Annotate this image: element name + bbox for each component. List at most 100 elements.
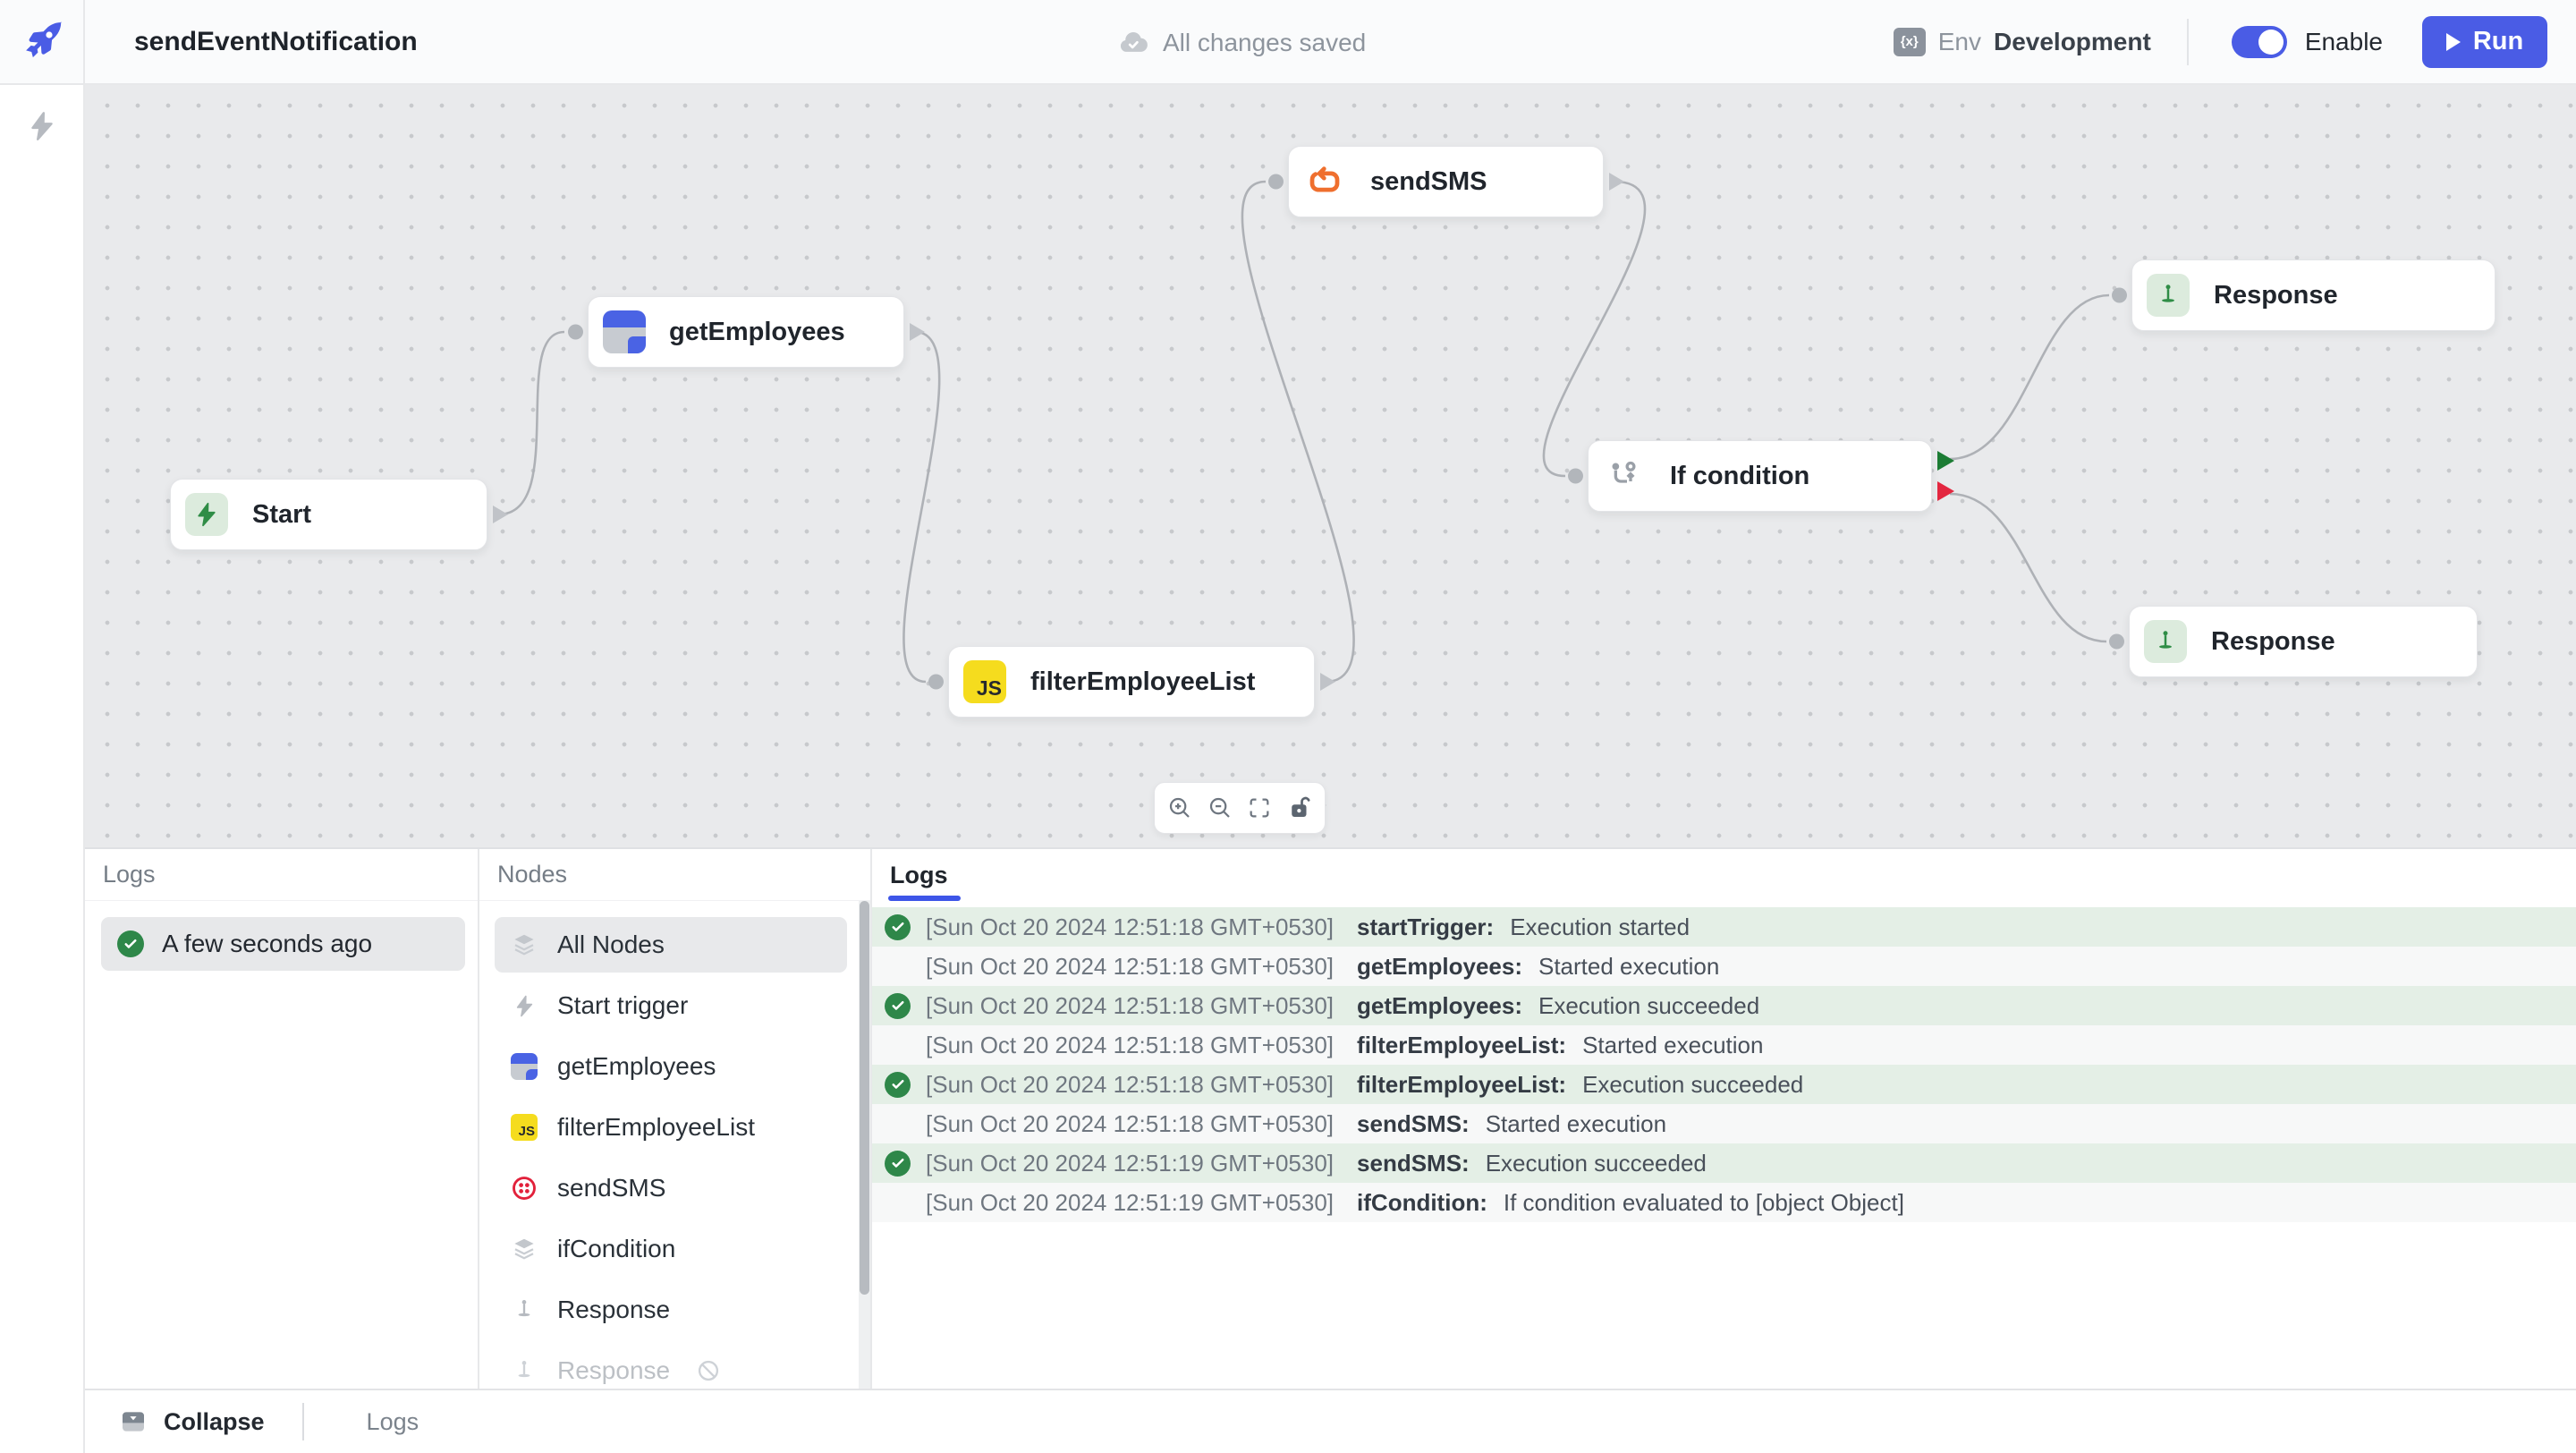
node-filter-label: getEmployees [557,1052,716,1080]
node-label: filterEmployeeList [1030,667,1256,696]
node-filterEmployeeList[interactable]: JS filterEmployeeList [928,646,1335,718]
edge-filter-sendSMS [1241,180,1355,684]
output-port[interactable] [493,506,508,523]
js-icon: JS [963,660,1006,703]
node-filter-all-nodes[interactable]: All Nodes [495,917,847,973]
zoom-out-button[interactable] [1205,793,1235,823]
scrollbar-thumb[interactable] [860,901,869,1295]
log-node: sendSMS: [1357,1149,1470,1177]
log-row: [Sun Oct 20 2024 12:51:18 GMT+0530] send… [872,1104,2576,1143]
input-port[interactable] [2109,633,2124,650]
false-branch-port[interactable] [1937,481,1954,501]
footer-divider [301,1403,304,1440]
nodes-filter-panel: Nodes All Nodes Start trigger [479,849,872,1389]
success-check-icon [885,1150,911,1177]
env-label: Env [1937,27,1981,55]
output-port[interactable] [1320,673,1335,691]
history-item[interactable]: A few seconds ago [101,917,465,971]
true-branch-port[interactable] [1937,451,1954,471]
tab-logs[interactable]: Logs [888,849,961,901]
node-response-true[interactable]: Response [2112,259,2496,331]
log-node: filterEmployeeList: [1357,1070,1567,1098]
node-filter-filterEmployeeList[interactable]: JS filterEmployeeList [495,1100,847,1155]
save-status: All changes saved [1118,0,1366,85]
layers-icon [511,931,538,958]
log-row: [Sun Oct 20 2024 12:51:18 GMT+0530] getE… [872,947,2576,986]
save-status-text: All changes saved [1163,28,1367,56]
log-message: Started execution [1582,1031,1764,1058]
log-message: Execution succeeded [1485,1149,1707,1177]
start-bolt-icon [185,493,228,536]
log-row: [Sun Oct 20 2024 12:51:18 GMT+0530] star… [872,907,2576,947]
node-filter-label: filterEmployeeList [557,1113,755,1141]
env-value: Development [1993,27,2151,55]
active-tab-underline [888,896,961,901]
environment-selector[interactable]: {x} Env Development [1893,27,2151,56]
edge-ifCondition-false [1949,492,2107,643]
bolt-icon [511,992,538,1019]
log-message: Execution succeeded [1538,991,1760,1019]
footer-logs-tab[interactable]: Logs [366,1407,419,1435]
node-start[interactable]: Start [170,479,508,550]
node-label: If condition [1670,461,1810,490]
enable-toggle[interactable] [2231,25,2287,58]
node-response-false[interactable]: Response [2109,606,2478,677]
left-rail [0,85,85,1453]
input-port[interactable] [1568,468,1583,484]
node-filter-ifCondition[interactable]: ifCondition [495,1221,847,1277]
node-ifCondition[interactable]: If condition [1568,440,1954,512]
history-item-label: A few seconds ago [162,930,373,957]
log-message: Started execution [1538,952,1720,980]
log-message: Started execution [1485,1109,1667,1137]
pin-icon [511,1357,538,1384]
fit-view-button[interactable] [1244,793,1275,823]
input-port[interactable] [928,674,944,690]
node-getEmployees[interactable]: getEmployees [568,296,925,368]
log-timestamp: [Sun Oct 20 2024 12:51:18 GMT+0530] [926,1070,1335,1098]
edges-layer [497,180,2110,684]
nodes-scrollbar[interactable] [859,901,870,1389]
node-filter-sendSMS[interactable]: sendSMS [495,1160,847,1216]
trigger-bolt-icon[interactable] [26,110,58,142]
input-port[interactable] [2112,287,2127,303]
edge-getEmployees-filter [902,330,941,684]
canvas-toolbar [1154,782,1326,834]
node-filter-response-1[interactable]: Response [495,1282,847,1338]
history-header: Logs [85,849,478,901]
table-query-icon [603,310,646,353]
cloud-check-icon [1120,31,1148,52]
log-row: [Sun Oct 20 2024 12:51:18 GMT+0530] filt… [872,1025,2576,1065]
node-label: getEmployees [669,317,845,346]
logs-tab-label: Logs [890,861,948,888]
output-port[interactable] [910,323,925,341]
layers-icon [511,1236,538,1262]
zoom-in-button[interactable] [1165,793,1195,823]
node-label: Response [2211,626,2335,656]
workflow-canvas[interactable]: Start getEmployees sendSMS JS filterEmpl… [85,85,2576,847]
lock-button[interactable] [1284,793,1315,823]
run-button[interactable]: Run [2422,15,2547,68]
app-logo[interactable] [0,0,85,83]
node-sendSMS[interactable]: sendSMS [1268,146,1624,217]
log-timestamp: [Sun Oct 20 2024 12:51:19 GMT+0530] [926,1149,1335,1177]
input-port[interactable] [1268,174,1284,190]
log-timestamp: [Sun Oct 20 2024 12:51:19 GMT+0530] [926,1188,1335,1216]
node-filter-response-2[interactable]: Response [495,1343,847,1389]
log-timestamp: [Sun Oct 20 2024 12:51:18 GMT+0530] [926,913,1335,940]
collapse-button[interactable]: Collapse [119,1407,265,1436]
log-node: sendSMS: [1357,1109,1470,1137]
logs-panel: Logs [Sun Oct 20 2024 12:51:18 GMT+0530]… [872,849,2576,1389]
log-node: getEmployees: [1357,991,1522,1019]
node-filter-start-trigger[interactable]: Start trigger [495,978,847,1033]
log-message: Execution succeeded [1582,1070,1804,1098]
node-filter-getEmployees[interactable]: getEmployees [495,1039,847,1094]
output-port[interactable] [1609,173,1624,191]
pin-icon [511,1296,538,1323]
edge-sendSMS-ifCondition [1542,180,1647,478]
node-label: sendSMS [1370,166,1487,196]
run-label: Run [2472,27,2524,55]
node-filter-label: Response [557,1356,671,1384]
input-port[interactable] [568,324,583,340]
app-header: sendEventNotification All changes saved … [0,0,2576,85]
success-check-icon [885,1071,911,1098]
